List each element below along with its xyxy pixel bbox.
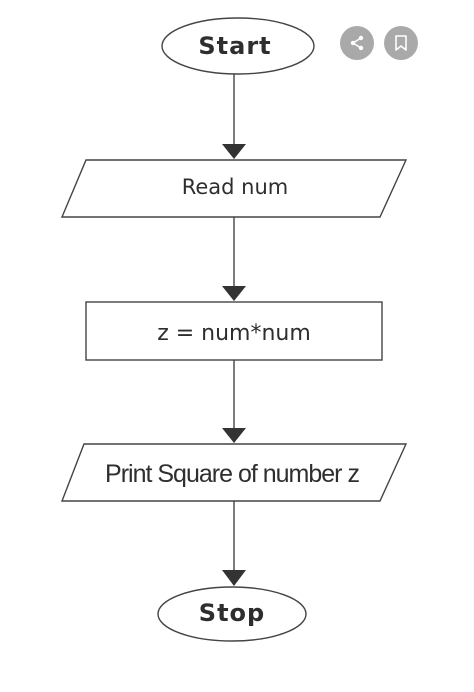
bookmark-icon	[395, 35, 407, 51]
stop-terminal-shape	[157, 586, 307, 642]
input-parallelogram-shape	[60, 159, 408, 218]
share-icon	[350, 35, 364, 51]
arrowhead-1	[222, 144, 246, 159]
output-label: Print Square of number z	[105, 459, 360, 488]
input-label: Read num	[181, 175, 289, 199]
process-label: z = num*num	[157, 320, 311, 346]
share-button[interactable]	[340, 26, 374, 60]
bookmark-button[interactable]	[384, 26, 418, 60]
start-label: Start	[198, 32, 272, 60]
start-terminal-shape	[161, 17, 315, 75]
output-parallelogram-shape	[60, 443, 408, 502]
arrowhead-3	[222, 428, 246, 443]
stop-label: Stop	[198, 599, 266, 627]
arrowhead-4	[222, 570, 246, 586]
arrowhead-2	[222, 286, 246, 301]
